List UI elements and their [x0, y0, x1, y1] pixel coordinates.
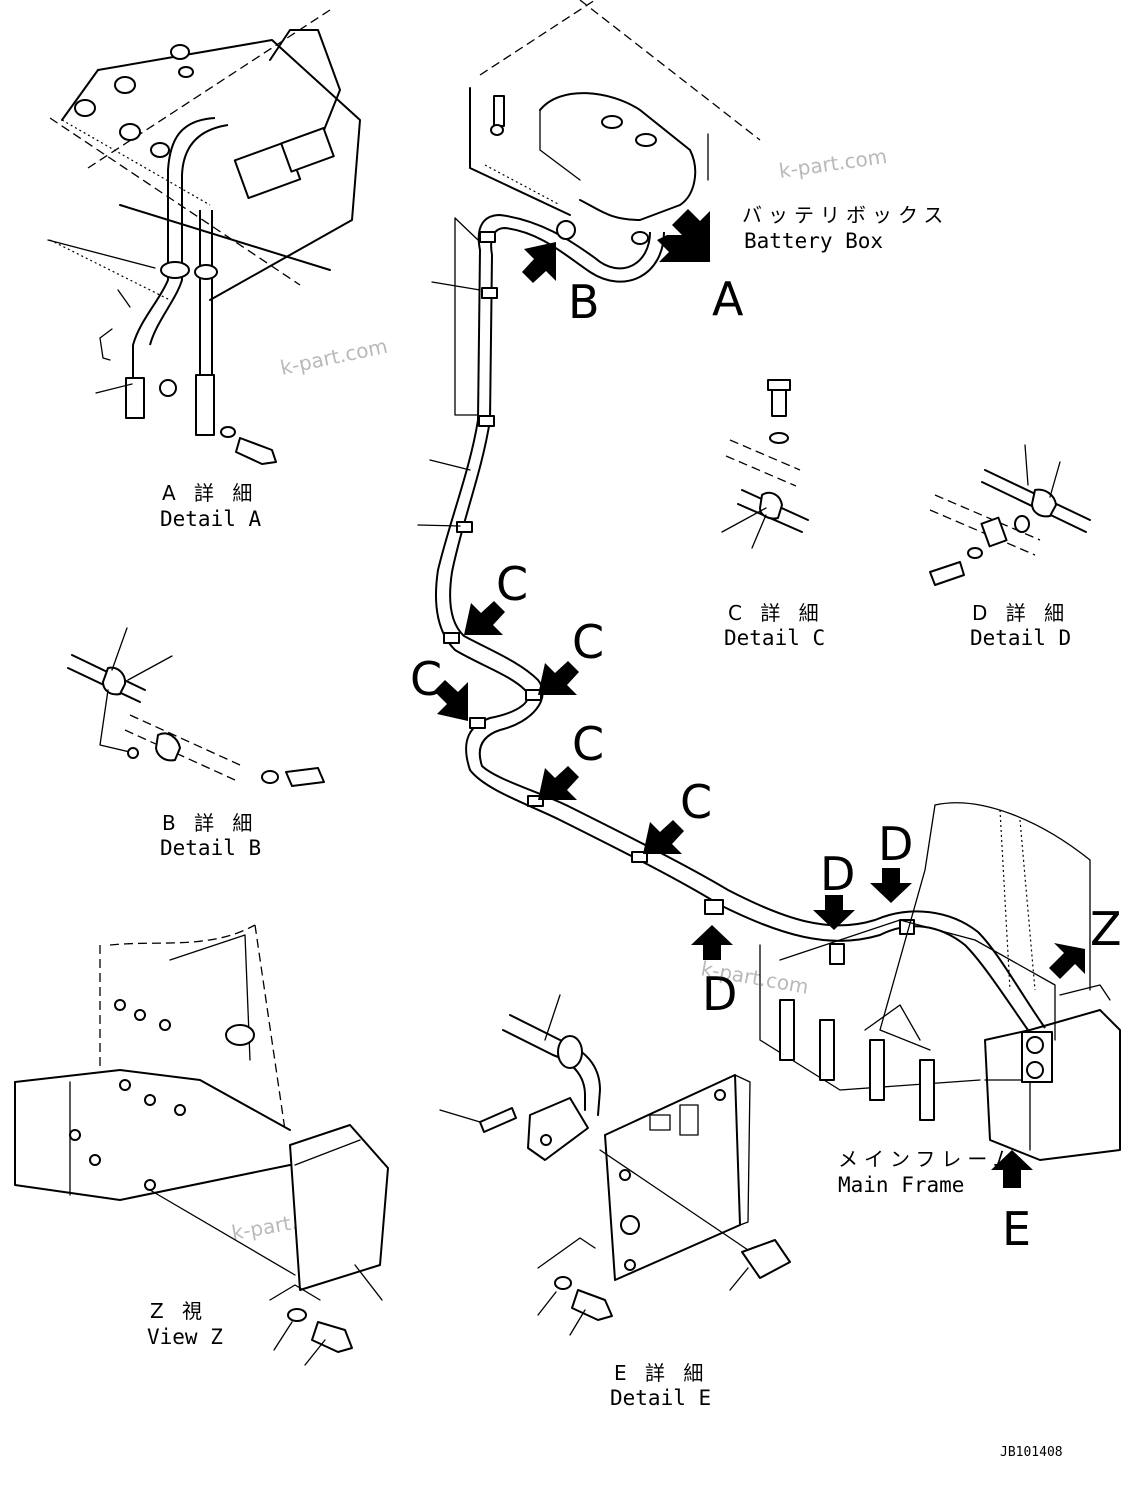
callout-arrow-c2: [538, 661, 579, 695]
callout-letter-a: A: [712, 272, 744, 326]
battery-box-label: Battery Box: [744, 229, 883, 253]
detail-c-caption-jp: C 詳 細: [728, 601, 825, 625]
detail-a-caption-jp: A 詳 細: [162, 481, 258, 505]
detail-b-caption-jp: B 詳 細: [162, 811, 258, 835]
callout-letter-d1: D: [820, 847, 855, 901]
callout-arrow-d1: [813, 895, 855, 930]
callout-arrow-c5: [643, 820, 684, 854]
callout-letter-d2: D: [878, 817, 913, 871]
main-frame-label: Main Frame: [838, 1173, 964, 1197]
callout-letter-c3: C: [410, 652, 442, 706]
battery-box-drawing: [469, 0, 761, 221]
detail-e-drawing: [439, 994, 791, 1336]
watermark: k-part.com: [777, 144, 888, 183]
callout-letter-z: Z: [1090, 902, 1122, 956]
callout-letter-c1: C: [496, 557, 528, 611]
callout-arrow-c3: [434, 680, 468, 721]
detail-d-caption-jp: D 詳 細: [972, 601, 1070, 625]
detail-e-caption: Detail E: [610, 1386, 711, 1410]
callout-arrow-d3: [691, 925, 733, 960]
callout-letter-e: E: [1002, 1202, 1031, 1256]
main-frame-drawing: [759, 802, 1121, 1161]
callout-arrow-d2: [870, 868, 912, 903]
callout-letter-b: B: [568, 275, 600, 329]
detail-b-drawing: [67, 627, 325, 787]
callout-arrow-b: [522, 242, 556, 283]
view-z-caption-jp: Z 視: [150, 1299, 208, 1323]
detail-a-drawing: [47, 9, 361, 465]
callout-letter-c5: C: [680, 775, 712, 829]
detail-d-caption: Detail D: [970, 626, 1071, 650]
callout-arrow-a: [657, 209, 710, 262]
callout-letter-c4: C: [572, 717, 604, 771]
callout-arrow-e: [991, 1150, 1033, 1188]
callout-letter-d3: D: [702, 967, 737, 1021]
callout-arrow-c1: [464, 601, 505, 635]
detail-a-caption: Detail A: [160, 507, 262, 531]
callout-letter-c2: C: [572, 615, 604, 669]
detail-c-drawing: [721, 379, 809, 549]
detail-d-drawing: [929, 444, 1091, 586]
drawing-code: JB101408: [1000, 1445, 1063, 1460]
view-z-caption: View Z: [147, 1325, 223, 1349]
callouts: A B C C C C C D D D Z E: [410, 209, 1122, 1256]
detail-b-caption: Detail B: [160, 836, 261, 860]
view-z-drawing: [14, 924, 389, 1366]
watermark: k-part.com: [278, 334, 390, 380]
detail-e-caption-jp: E 詳 細: [614, 1361, 709, 1385]
detail-c-caption: Detail C: [724, 626, 825, 650]
battery-box-label-jp: バッテリボックス: [742, 203, 949, 227]
callout-arrow-z: [1049, 943, 1085, 979]
main-frame-label-jp: メインフレーム: [838, 1147, 1019, 1171]
callout-arrow-c4: [538, 766, 579, 800]
